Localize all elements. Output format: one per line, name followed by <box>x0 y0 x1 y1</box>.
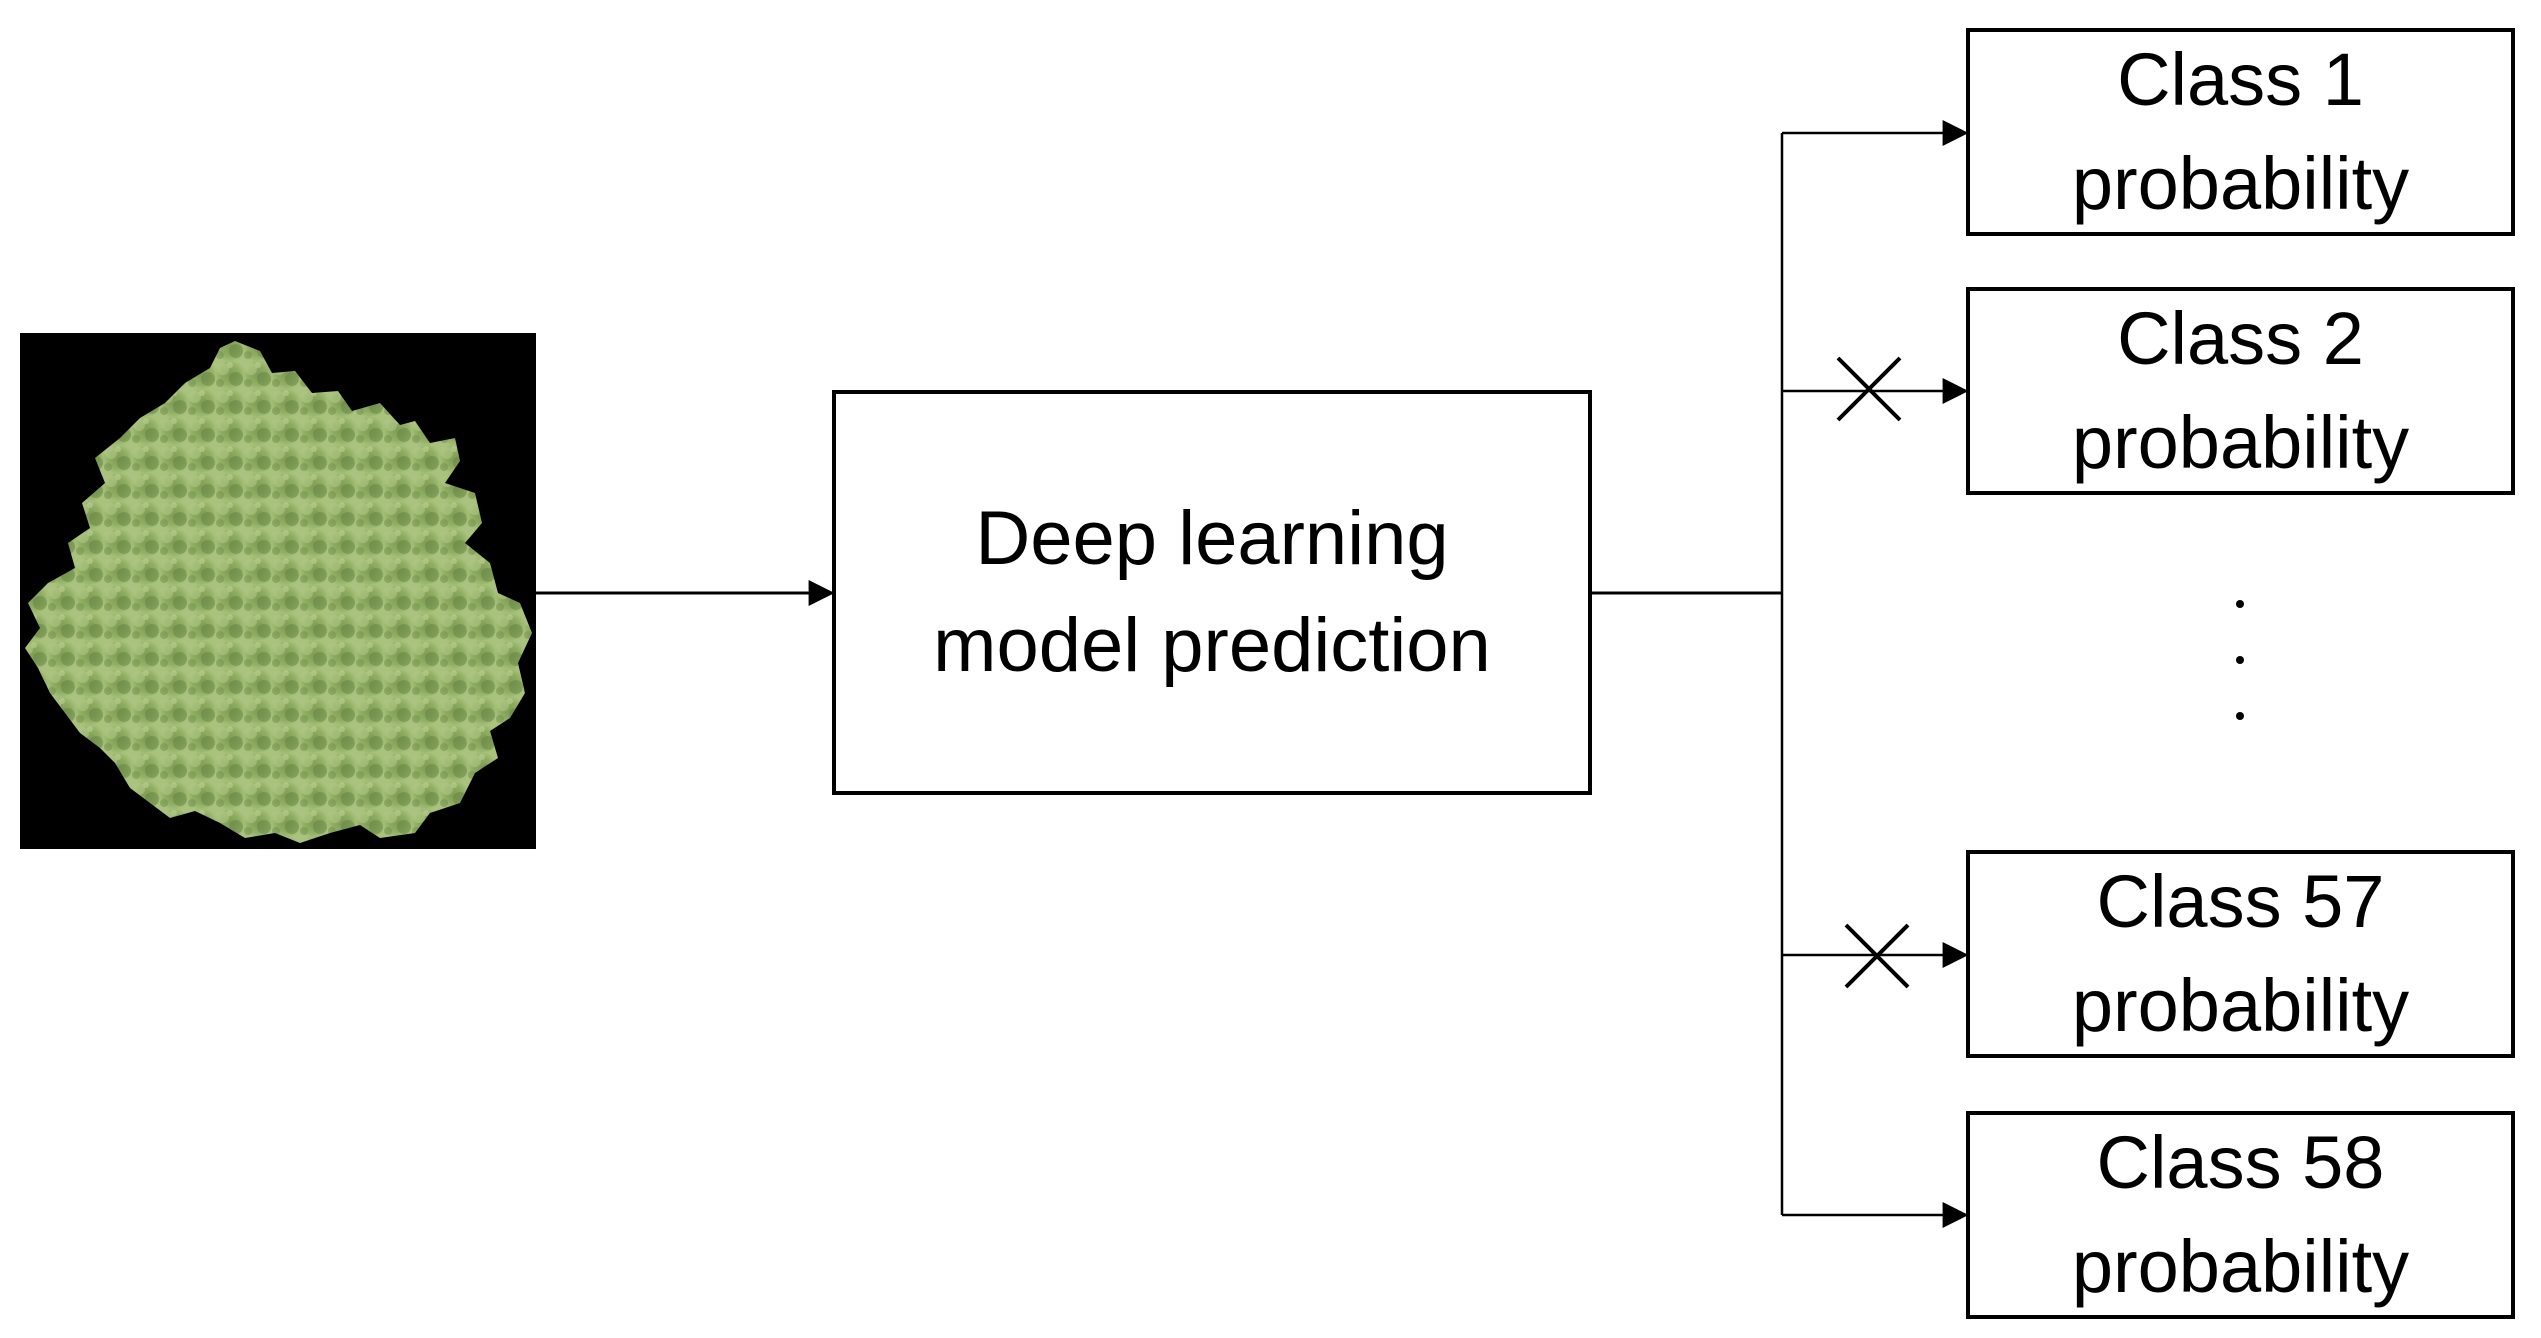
cross-icon <box>1844 923 1910 989</box>
output-class-label: Class 2 <box>2117 297 2364 381</box>
output-class-sub: probability <box>2071 964 2410 1047</box>
model-label-line1: Deep learning <box>975 496 1449 582</box>
output-box-class-57: Class 57 probability <box>1966 850 2515 1058</box>
model-label-line2: model prediction <box>933 602 1491 688</box>
output-class-label: Class 1 <box>2117 38 2364 122</box>
output-class-sub: probability <box>2071 401 2410 484</box>
output-class-sub: probability <box>2071 142 2410 225</box>
tree-canopy-icon <box>25 341 532 843</box>
cross-icon <box>1836 356 1902 422</box>
output-class-sub: probability <box>2071 1225 2410 1308</box>
ellipsis-dot <box>2236 600 2244 608</box>
tree-canopy-image <box>20 333 536 849</box>
ellipsis-dot <box>2236 656 2244 664</box>
model-box: Deep learning model prediction <box>832 390 1592 795</box>
output-box-class-1: Class 1 probability <box>1966 28 2515 236</box>
output-box-class-2: Class 2 probability <box>1966 287 2515 495</box>
ellipsis-dot <box>2236 712 2244 720</box>
output-box-class-58: Class 58 probability <box>1966 1111 2515 1319</box>
vertical-ellipsis-icon <box>2225 600 2255 720</box>
output-class-label: Class 57 <box>2096 860 2385 944</box>
output-class-label: Class 58 <box>2096 1121 2385 1205</box>
